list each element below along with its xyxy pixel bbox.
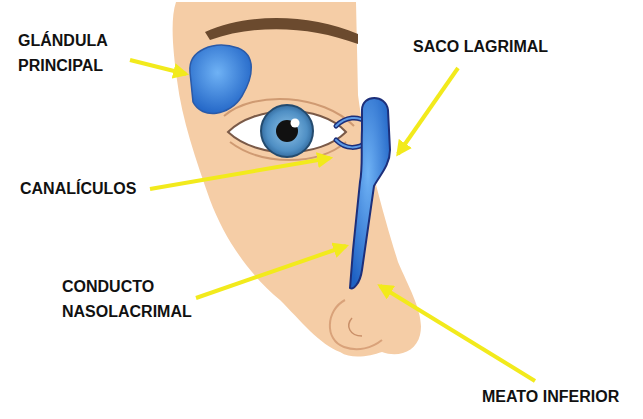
leader-line [130, 60, 186, 74]
part-label: CONDUCTO NASOLACRIMAL [62, 274, 212, 324]
part-label: GLÁNDULA PRINCIPAL [18, 28, 133, 78]
lacrimal-sac [350, 98, 390, 288]
part-label: MEATO INFERIOR [482, 384, 619, 409]
leader-line [150, 158, 330, 189]
eyebrow [205, 18, 358, 44]
part-label: SACO LAGRIMAL [413, 34, 548, 59]
lacrimal-gland [190, 45, 251, 113]
leader-line [380, 286, 535, 381]
part-label: CANALÍCULOS [20, 176, 136, 201]
leader-line [196, 246, 346, 298]
nose-ala [330, 300, 382, 349]
eye-highlight [291, 119, 300, 128]
nostril [349, 318, 362, 336]
leader-line [398, 68, 458, 154]
iris [261, 105, 313, 157]
